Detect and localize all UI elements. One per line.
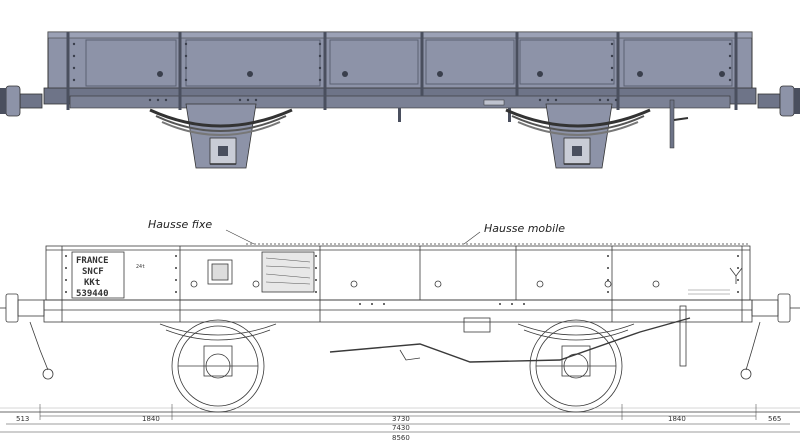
- drawing-sole-bar: [43, 299, 753, 323]
- drawing-rivets: [65, 255, 739, 305]
- rendered-running-gear-right: [505, 103, 651, 169]
- stencil-box: [71, 251, 125, 299]
- technical-drawing: [0, 229, 800, 433]
- rendered-body: [47, 31, 753, 93]
- label-hausse-mobile: Hausse mobile: [484, 222, 565, 235]
- label-hausse-fixe: Hausse fixe: [148, 218, 212, 231]
- stencil-line-3: KKt: [84, 278, 100, 288]
- dim-left-buffer: 513: [16, 415, 29, 423]
- left-buffer-rendered: [0, 85, 43, 117]
- drawing-right-wheel: [529, 319, 623, 413]
- rendered-rivets: [72, 42, 732, 102]
- drawing-right-buffer: [751, 293, 800, 323]
- dim-length-frame: 7430: [392, 424, 410, 432]
- dim-left-overhang: 1840: [142, 415, 160, 423]
- stencil-plate: 24t: [136, 264, 145, 270]
- rendered-stanchions: [66, 32, 738, 110]
- drawing-left-wheel: [171, 319, 265, 413]
- dim-right-overhang: 1840: [668, 415, 686, 423]
- dim-right-buffer: 565: [768, 415, 781, 423]
- dimension-lines: [0, 404, 800, 433]
- dim-length-total: 8560: [392, 434, 410, 442]
- rendered-running-gear-left: [149, 103, 293, 169]
- stencil-line-1: FRANCE: [76, 256, 109, 266]
- drawing-body: [45, 245, 751, 301]
- dim-wheelbase: 3730: [392, 415, 410, 423]
- drawing-left-buffer: [0, 293, 45, 323]
- rendered-brake-lever: [669, 99, 689, 149]
- stencil-line-2: SNCF: [82, 267, 104, 277]
- stencil-line-4: 539440: [76, 289, 109, 299]
- right-buffer-rendered: [757, 85, 800, 117]
- rendered-wagon: [0, 31, 800, 169]
